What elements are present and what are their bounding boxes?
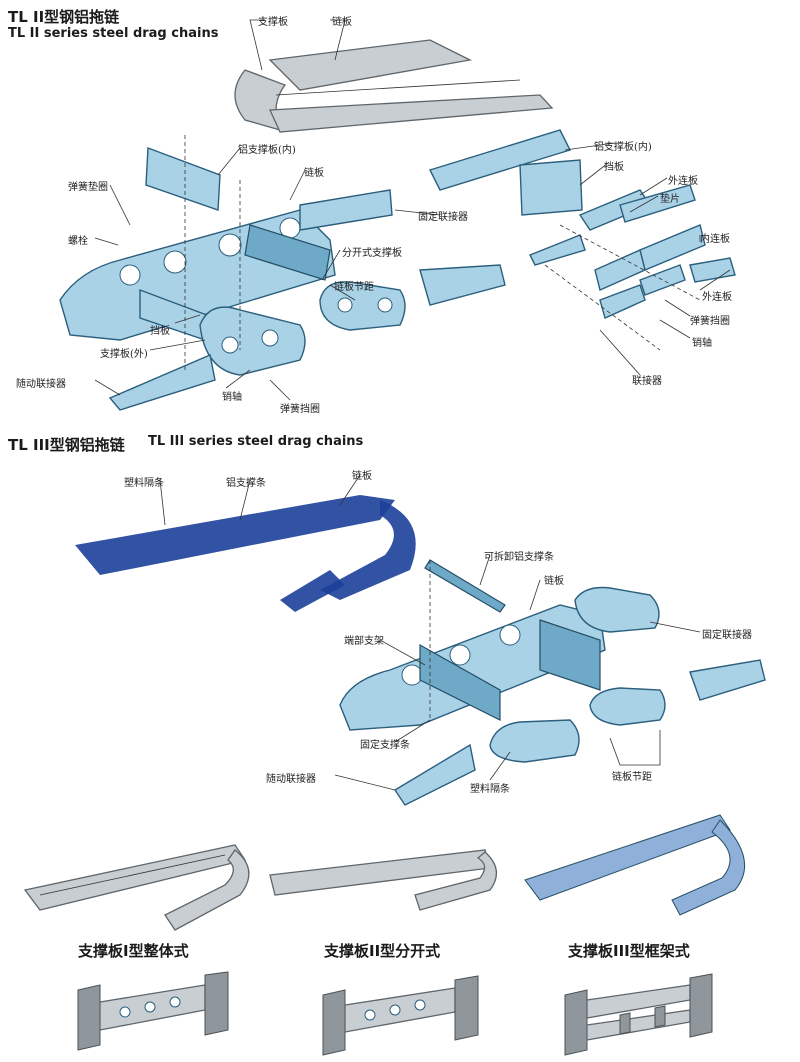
label-fixed-connector: 固定联接器 [418, 212, 468, 223]
label-spring-retainer-right: 弹簧挡圈 [690, 316, 730, 327]
label-plastic-strip-top: 塑料隔条 [124, 478, 164, 489]
chain-photo-2 [269, 849, 497, 911]
label-fixed-strip: 固定支撑条 [360, 740, 410, 751]
label-alu-support-inner-left: 铝支撑板(内) [238, 145, 296, 156]
label-bolt: 螺栓 [68, 236, 88, 247]
section1-title-en: TL II series steel drag chains [8, 26, 219, 41]
tl2-assembled-chain [234, 39, 554, 133]
label-chain-plate-mid-tl3: 链板 [544, 576, 564, 587]
label-chain-pitch-tl3: 链板节距 [612, 772, 652, 783]
label-outer-plate-top: 外连板 [668, 176, 698, 187]
tl3-assembled-chain [75, 495, 416, 612]
tl3-leader-lines [159, 474, 701, 791]
label-spring-washer: 弹簧垫圈 [68, 182, 108, 193]
tl2-right-exploded [429, 129, 736, 351]
label-support-outer: 支撑板(外) [100, 349, 148, 360]
section2-title-en: TL III series steel drag chains [148, 434, 364, 449]
tl3-exploded [339, 559, 766, 806]
label-removable-alu: 可拆卸铝支撑条 [484, 552, 554, 563]
label-fixed-connector-tl3: 固定联接器 [702, 630, 752, 641]
support-plate-type2 [322, 975, 479, 1056]
label-outer-plate-bottom: 外连板 [702, 292, 732, 303]
label-alu-support-inner-right: 铝支撑板(内) [594, 142, 652, 153]
label-baffle: 挡板 [150, 326, 170, 337]
tl2-leader-lines [94, 19, 731, 401]
label-moving-connector-tl3: 随动联接器 [266, 774, 316, 785]
support-plate-type3 [564, 973, 713, 1056]
label-chain-plate-top-tl3: 链板 [352, 471, 372, 482]
caption-type2: 支撑板II型分开式 [324, 942, 441, 960]
label-chain-pitch: 链板节距 [334, 282, 374, 293]
label-support-plate: 支撑板 [258, 17, 288, 28]
label-pin-shaft: 销轴 [222, 392, 242, 403]
label-chain-plate-mid: 链板 [304, 168, 324, 179]
tl2-left-exploded [59, 135, 506, 411]
label-end-bracket: 端部支架 [344, 636, 384, 647]
section2-title-cn: TL III型钢铝拖链 [8, 436, 125, 454]
label-washer: 垫片 [660, 194, 680, 205]
chain-photo-1 [23, 844, 250, 931]
caption-type1: 支撑板I型整体式 [78, 942, 189, 960]
label-plastic-strip-bottom: 塑料隔条 [470, 784, 510, 795]
section1-title-cn: TL II型钢铝拖链 [8, 8, 120, 26]
label-pin-right: 销轴 [692, 338, 712, 349]
label-split-support: 分开式支撑板 [342, 248, 402, 259]
label-spring-retainer: 弹簧挡圈 [280, 404, 320, 415]
support-plate-type1 [77, 971, 229, 1051]
label-inner-plate: 内连板 [700, 234, 730, 245]
label-alu-strip: 铝支撑条 [226, 478, 266, 489]
label-baffle-right: 挡板 [604, 162, 624, 173]
label-chain-plate-top: 链板 [332, 17, 352, 28]
caption-type3: 支撑板III型框架式 [568, 942, 690, 960]
label-moving-connector: 随动联接器 [16, 379, 66, 390]
label-connector-right: 联接器 [632, 376, 662, 387]
chain-photo-3 [524, 814, 746, 916]
